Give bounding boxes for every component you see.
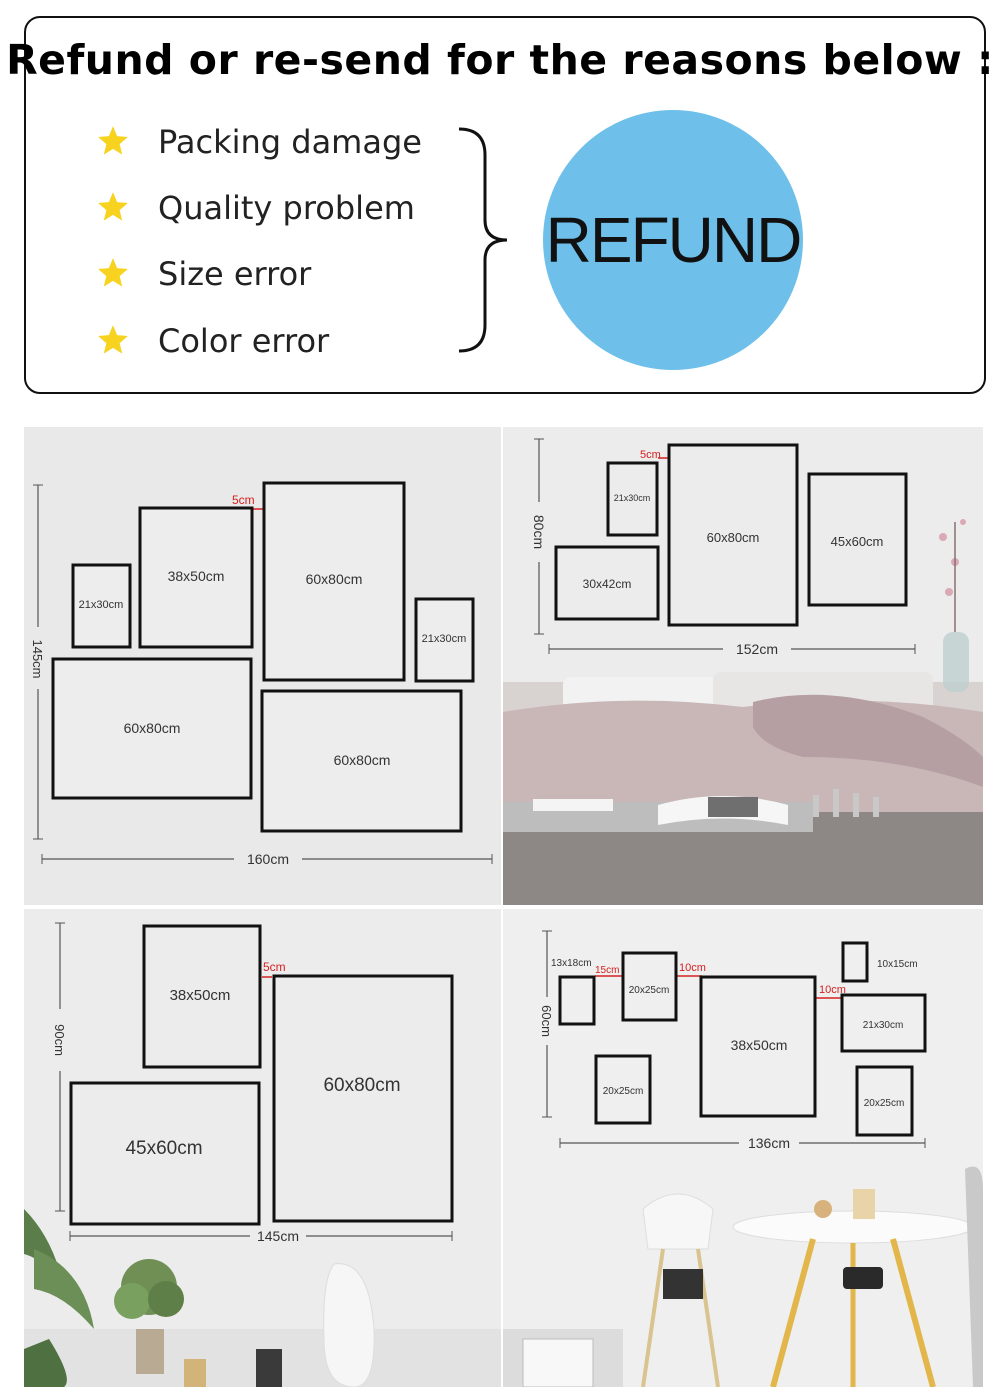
frame xyxy=(699,975,817,1118)
frame-label: 38x50cm xyxy=(168,568,225,584)
frame xyxy=(71,563,132,649)
frame-label: 60x80cm xyxy=(323,1075,400,1096)
frame-label: 21x30cm xyxy=(614,493,651,503)
gap-label: 5cm xyxy=(232,493,255,507)
height-label: 90cm xyxy=(52,1024,67,1056)
refund-badge: REFUND xyxy=(543,110,803,370)
height-label: 60cm xyxy=(539,1005,554,1037)
reason-item-quality-problem: Quality problem xyxy=(96,187,415,227)
frame xyxy=(262,481,406,682)
refund-headline: Refund or re-send for the reasons below … xyxy=(6,36,994,84)
frame-label: 60x80cm xyxy=(334,752,391,768)
frame-label: 10x15cm xyxy=(877,959,918,970)
frame xyxy=(807,472,908,607)
frame xyxy=(51,657,253,800)
frame xyxy=(142,924,262,1069)
frame-label: 45x60cm xyxy=(125,1138,202,1159)
frame-label: 21x30cm xyxy=(422,633,467,645)
frame-label: 30x42cm xyxy=(583,577,632,591)
frame xyxy=(554,545,660,621)
gap-label: 5cm xyxy=(640,449,661,461)
frame xyxy=(667,443,799,627)
star-icon xyxy=(98,258,128,287)
frame xyxy=(558,975,596,1026)
reason-label: Size error xyxy=(158,255,312,293)
reason-item-color-error: Color error xyxy=(96,320,329,360)
reason-item-packing-damage: Packing damage xyxy=(96,121,422,161)
layout-panel-4: 60cm 136cm 15cm 10cm 10cm 13x18cm 20x25c… xyxy=(503,909,983,1387)
layout-diagram-3: 90cm 145cm 5cm 38x50cm 45x60cm 60x80cm xyxy=(24,922,501,1387)
frame xyxy=(138,506,254,649)
frame-label: 60x80cm xyxy=(306,571,363,587)
frame xyxy=(272,974,454,1223)
frame-label: 13x18cm xyxy=(551,958,592,969)
frame xyxy=(414,597,475,683)
frame-label: 20x25cm xyxy=(864,1098,905,1109)
layout-diagram-4: 60cm 136cm 15cm 10cm 10cm 13x18cm 20x25c… xyxy=(503,930,983,1387)
layout-panel-3: 90cm 145cm 5cm 38x50cm 45x60cm 60x80cm xyxy=(24,909,501,1387)
gap-label: 10cm xyxy=(819,984,846,996)
frame xyxy=(606,461,659,537)
layout-diagram-2: 80cm 152cm 5cm 21x30cm 30x42cm 60x80cm 4… xyxy=(503,438,983,905)
frame-label: 21x30cm xyxy=(863,1020,904,1031)
width-label: 160cm xyxy=(247,851,289,867)
frame xyxy=(69,1081,261,1226)
reason-label: Quality problem xyxy=(158,189,415,227)
gap-label: 15cm xyxy=(595,965,619,976)
reason-item-size-error: Size error xyxy=(96,253,311,293)
frame xyxy=(855,1065,914,1137)
star-icon xyxy=(98,126,128,155)
reason-label: Color error xyxy=(158,322,330,360)
height-label: 80cm xyxy=(531,515,547,549)
frame xyxy=(621,951,678,1022)
frame-label: 20x25cm xyxy=(629,985,670,996)
frame-label: 60x80cm xyxy=(707,530,760,545)
frame-label: 45x60cm xyxy=(831,534,884,549)
star-icon xyxy=(98,192,128,221)
frame xyxy=(260,689,463,833)
width-label: 145cm xyxy=(257,1228,299,1244)
width-label: 152cm xyxy=(736,641,778,657)
layout-panel-2: 80cm 152cm 5cm 21x30cm 30x42cm 60x80cm 4… xyxy=(503,427,983,905)
star-icon xyxy=(98,325,128,354)
frame-label: 60x80cm xyxy=(124,720,181,736)
gap-label: 10cm xyxy=(679,962,706,974)
height-label: 145cm xyxy=(30,639,45,678)
frame-label: 21x30cm xyxy=(79,599,124,611)
frame xyxy=(840,993,927,1053)
frame xyxy=(594,1054,652,1125)
refund-label: REFUND xyxy=(545,204,803,276)
reason-label: Packing damage xyxy=(158,123,422,161)
layout-diagram-1: 145cm 160cm 5cm 21x30cm 38x50cm 60x80cm … xyxy=(30,481,493,867)
gap-label: 5cm xyxy=(263,960,286,974)
frame-label: 20x25cm xyxy=(603,1086,644,1097)
frame-label: 38x50cm xyxy=(170,987,231,1004)
curly-brace-icon xyxy=(458,127,508,353)
layout-panel-1: 145cm 160cm 5cm 21x30cm 38x50cm 60x80cm … xyxy=(24,427,501,905)
frame-label: 38x50cm xyxy=(731,1037,788,1053)
frame xyxy=(841,941,869,983)
refund-policy-card xyxy=(24,16,986,394)
width-label: 136cm xyxy=(748,1135,790,1151)
